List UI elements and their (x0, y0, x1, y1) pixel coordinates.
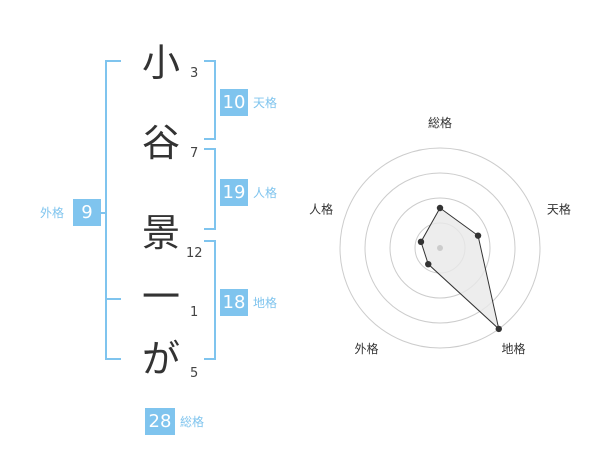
stroke-count-5: 5 (190, 366, 199, 381)
gaikaku-label: 外格 (40, 206, 65, 220)
chikaku-label: 地格 (253, 296, 278, 310)
radar-axis-label-5: 人格 (309, 201, 333, 216)
gaikaku-value: 9 (73, 199, 101, 226)
tenkaku-value: 10 (220, 89, 248, 116)
radar-series-polygon (420, 207, 500, 331)
radar-axis-label-4: 外格 (355, 341, 379, 356)
soukaku-label: 総格 (180, 415, 205, 429)
stroke-count-1: 3 (190, 66, 199, 81)
stroke-count-3: 12 (186, 246, 203, 261)
soukaku-value: 28 (145, 408, 175, 435)
radar-ring-2 (389, 197, 491, 299)
radar-ring-3 (364, 172, 516, 324)
jinkaku-label: 人格 (253, 186, 278, 200)
radar-axis-label-3: 地格 (501, 341, 525, 356)
radar-axis-label-1: 総格 (428, 115, 452, 130)
radar-point-5 (417, 238, 425, 246)
name-char-5: が (141, 337, 180, 381)
name-char-1: 小 (141, 41, 180, 85)
tenkaku-label: 天格 (253, 96, 278, 110)
radar-point-2 (474, 232, 482, 239)
chikaku-value: 18 (220, 289, 248, 316)
name-char-4: 一 (141, 275, 180, 319)
name-char-3: 景 (141, 211, 180, 255)
stroke-count-4: 1 (190, 305, 199, 320)
radar-axis-label-2: 天格 (547, 201, 571, 216)
stroke-count-2: 7 (190, 146, 199, 161)
radar-point-1 (436, 204, 444, 212)
radar-point-3 (495, 325, 502, 333)
name-char-2: 谷 (141, 121, 180, 165)
radar-ring-4 (339, 147, 541, 349)
jinkaku-value: 19 (220, 179, 248, 206)
radar-point-4 (425, 260, 432, 268)
radar-center (437, 245, 443, 251)
